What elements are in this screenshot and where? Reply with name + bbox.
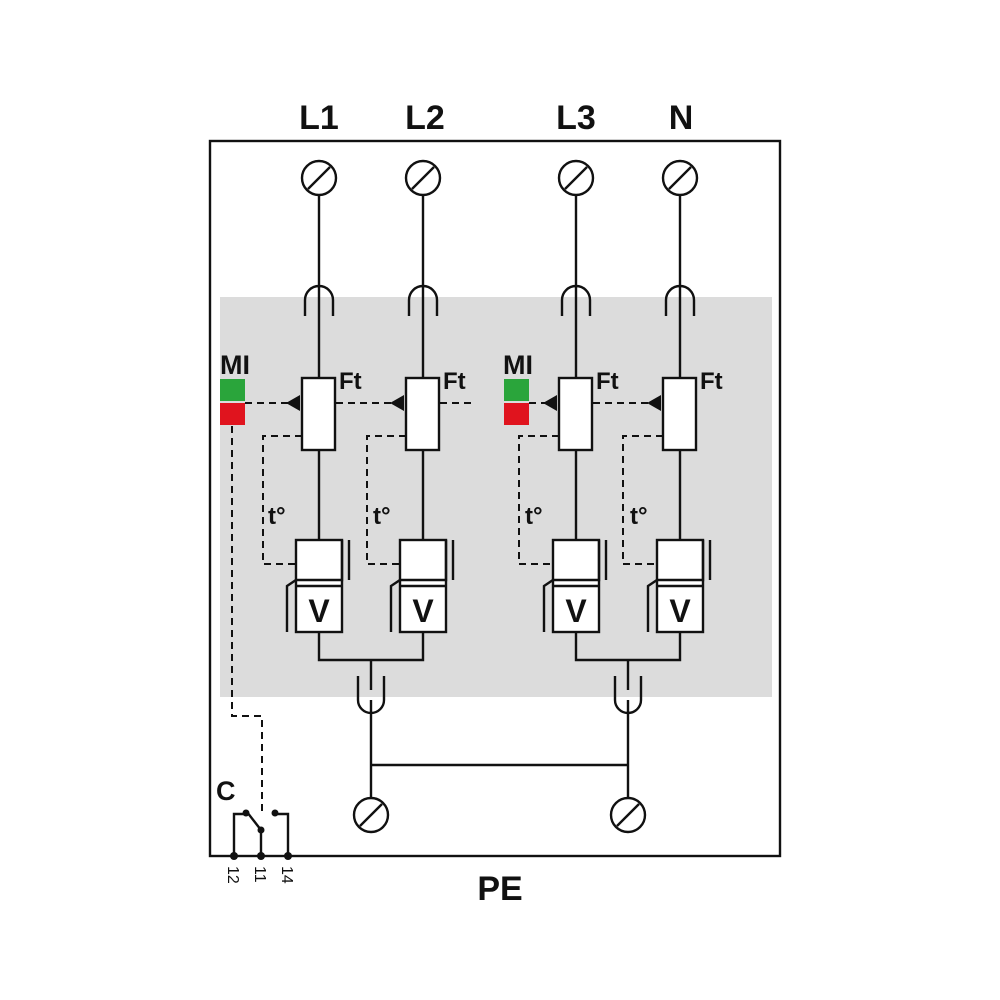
thermal-link-l3: [518, 435, 559, 565]
varistor-label-n: V: [669, 593, 691, 629]
terminal-screw-l3: [557, 159, 595, 197]
contact-label: C: [216, 776, 236, 806]
varistor-label-l3: V: [565, 593, 587, 629]
thermal-label-l1: t°: [268, 503, 286, 530]
contact-pin-14: 14: [278, 866, 295, 884]
pe-terminal-screw-left: [352, 796, 390, 834]
terminal-label-l1: L1: [299, 99, 339, 137]
pe-terminal-screw-right: [609, 796, 647, 834]
varistor-n: [646, 538, 712, 634]
remote-contact-switch: [230, 809, 292, 860]
varistor-l1: [285, 538, 351, 634]
indicator-ok-right: [504, 379, 529, 401]
conductor-l2: [407, 195, 439, 540]
terminal-label-l3: L3: [556, 99, 596, 137]
thermal-link-n: [622, 435, 663, 565]
indicator-fault-right: [504, 403, 529, 425]
protection-module-area: [220, 297, 772, 697]
terminal-label-l2: L2: [405, 99, 445, 137]
varistor-l3: [542, 538, 608, 634]
thermal-fuse-n: [647, 376, 698, 452]
remote-signal-link: [231, 426, 263, 812]
thermal-fuse-l2: [390, 376, 441, 452]
terminal-screw-n: [661, 159, 699, 197]
varistor-label-l1: V: [308, 593, 330, 629]
contact-pin-11: 11: [251, 866, 268, 883]
fuse-label-n: Ft: [700, 368, 723, 395]
conductor-l1: [303, 195, 335, 540]
thermal-fuse-l3: [543, 376, 594, 452]
thermal-link-l2: [366, 435, 406, 565]
pe-connector-right: [613, 660, 643, 815]
terminal-label-n: N: [669, 99, 694, 137]
pe-connector-left: [356, 660, 386, 815]
thermal-label-n: t°: [630, 503, 648, 530]
device-enclosure: [208, 139, 782, 858]
conductor-n: [664, 195, 696, 540]
thermal-link-l1: [262, 435, 302, 565]
indicator-fault-left: [220, 403, 245, 425]
fuse-label-l1: Ft: [339, 368, 362, 395]
varistor-label-l2: V: [412, 593, 434, 629]
conductor-l3: [560, 195, 592, 540]
terminal-screw-l1: [300, 159, 338, 197]
terminal-screw-l2: [404, 159, 442, 197]
indicator-label-left: MI: [220, 350, 250, 380]
pe-label: PE: [477, 870, 522, 908]
fuse-label-l2: Ft: [443, 368, 466, 395]
indicator-label-right: MI: [503, 350, 533, 380]
contact-pin-12: 12: [224, 866, 241, 884]
thermal-label-l3: t°: [525, 503, 543, 530]
thermal-label-l2: t°: [373, 503, 391, 530]
indicator-ok-left: [220, 379, 245, 401]
thermal-fuse-l1: [286, 376, 337, 452]
fuse-label-l3: Ft: [596, 368, 619, 395]
